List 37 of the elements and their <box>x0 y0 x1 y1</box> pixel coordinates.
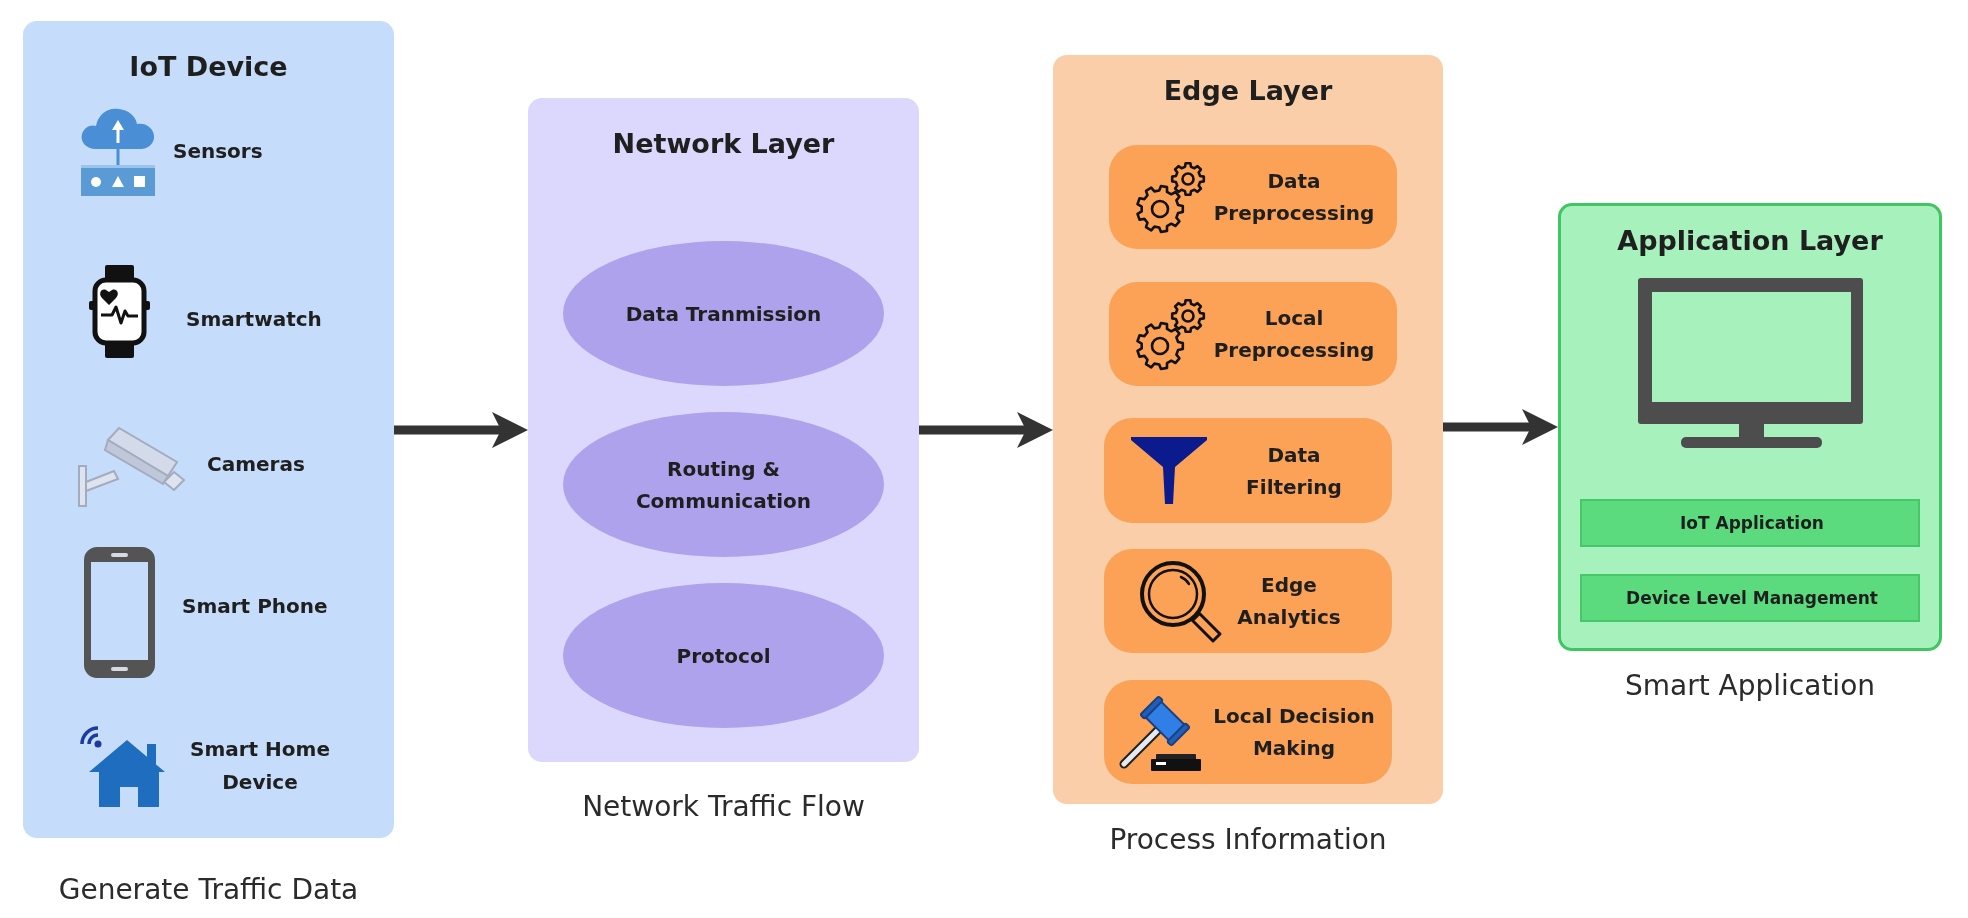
device-label: Sensors <box>173 137 263 165</box>
panel-title: Edge Layer <box>1163 74 1333 108</box>
node-label: Data Tranmission <box>625 300 822 328</box>
layer-panel <box>1558 203 1942 651</box>
panel-title: Application Layer <box>1617 224 1883 258</box>
arrow <box>919 412 1053 448</box>
node-label: Device Level Management <box>1625 587 1879 610</box>
function-bar <box>1580 574 1920 622</box>
panel-caption: Network Traffic Flow <box>582 790 865 824</box>
process-card <box>1104 418 1392 523</box>
arrow <box>1443 409 1558 445</box>
panel-title: Network Layer <box>612 127 835 161</box>
node-label: Data Filtering <box>1245 441 1343 501</box>
node-label: Data Preprocessing <box>1213 168 1375 227</box>
node-label: Routing & Communication <box>635 455 812 515</box>
node-label: Edge Analytics <box>1236 572 1342 631</box>
process-card <box>1109 282 1397 386</box>
panel-caption: Process Information <box>1109 823 1387 857</box>
device-label: Smart Phone <box>182 592 328 620</box>
arrow <box>394 412 528 448</box>
panel-title: IoT Device <box>129 50 288 84</box>
layer-panel <box>1053 55 1443 804</box>
device-label: Smart Home Device <box>189 736 331 796</box>
device-label: Smartwatch <box>186 305 322 333</box>
function-bar <box>1580 499 1920 547</box>
panel-caption: Generate Traffic Data <box>58 873 359 907</box>
process-card <box>1104 680 1392 784</box>
device-label: Cameras <box>207 450 305 478</box>
node-label: Local Preprocessing <box>1213 305 1375 364</box>
node-label: Protocol <box>675 642 772 670</box>
panel-caption: Smart Application <box>1625 669 1875 703</box>
process-card <box>1109 145 1397 249</box>
process-card <box>1104 549 1392 653</box>
node-label: Local Decision Making <box>1212 703 1376 762</box>
layer-panel <box>528 98 919 762</box>
node-label: IoT Application <box>1679 512 1825 535</box>
layer-panel <box>23 21 394 838</box>
